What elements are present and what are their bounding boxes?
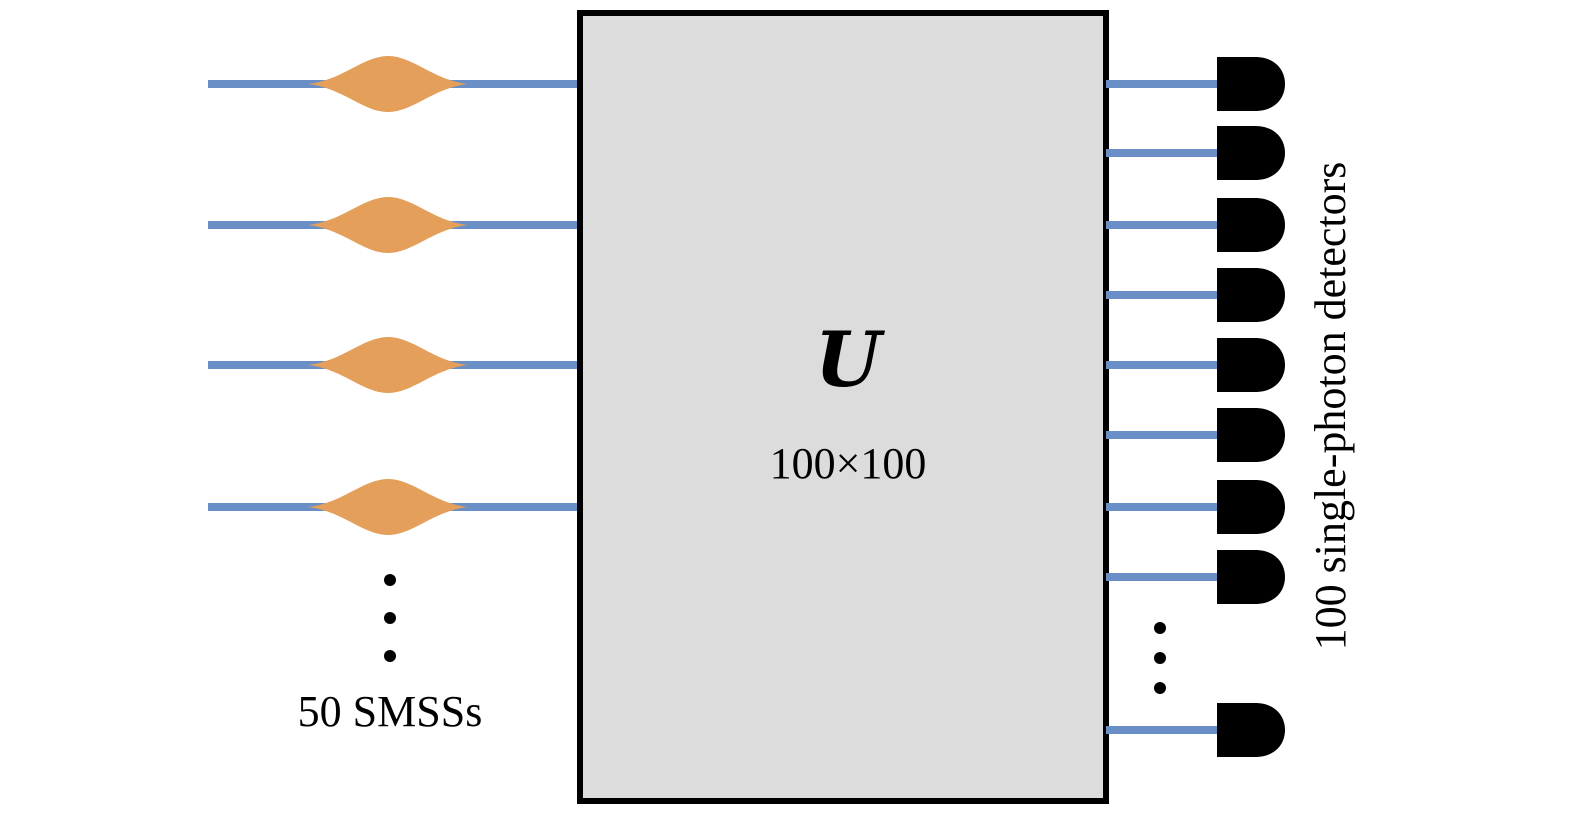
squeezed-pulse-icon (308, 197, 468, 253)
input-ellipsis (384, 574, 396, 662)
detector-icon (1217, 57, 1285, 111)
detector-icon (1217, 480, 1285, 534)
detector-icon (1217, 408, 1285, 462)
detector-icon (1217, 198, 1285, 252)
detector-icon (1217, 268, 1285, 322)
output-waveguides (1106, 80, 1222, 734)
unitary-box (577, 10, 1109, 804)
detectors-label: 100 single-photon detectors (1306, 162, 1355, 651)
input-waveguides (208, 80, 580, 511)
squeezed-pulse-icon (308, 337, 468, 393)
unitary-size: 100×100 (770, 439, 927, 488)
squeezed-pulse-icon (308, 479, 468, 535)
detector-icon (1217, 703, 1285, 757)
unitary-symbol: U (815, 315, 886, 404)
single-photon-detectors (1217, 57, 1285, 757)
squeezed-pulse-icon (308, 56, 468, 112)
sources-label: 50 SMSSs (298, 687, 483, 736)
detector-icon (1217, 338, 1285, 392)
squeezed-light-sources (308, 56, 468, 535)
detector-icon (1217, 550, 1285, 604)
output-ellipsis (1154, 622, 1166, 694)
detector-icon (1217, 126, 1285, 180)
